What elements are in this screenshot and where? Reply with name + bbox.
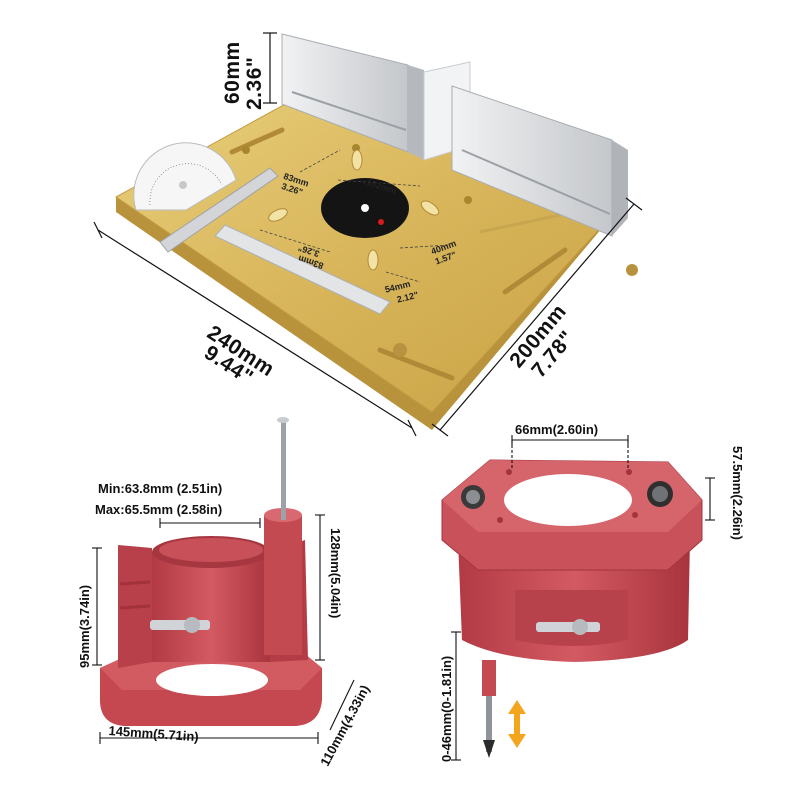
router-lift [441,459,703,758]
base-min-label: Min:63.8mm (2.51in) [98,481,223,496]
table-height-in: 2.36" [243,56,266,110]
aluminum-fence [281,33,628,237]
table-dimension-lines [93,32,643,437]
lift-dimension-lines [451,435,715,761]
base-max-label: Max:65.5mm (2.58in) [95,502,223,517]
lift-side-label: 57.5mm(2.26in) [730,446,745,540]
router-base [100,417,322,726]
miter-gauge [133,142,391,315]
lift-travel-label: 0-46mm(0-1.81in) [439,655,454,762]
up-down-arrow-icon [508,700,526,748]
table-height-mm: 60mm [221,41,244,104]
lift-span-label: 66mm(2.60in) [515,422,599,437]
base-rod-height-label: 128mm(5.04in) [328,528,343,619]
base-height-label: 95mm(3.74in) [77,584,92,668]
base-dimension-lines [92,514,355,744]
